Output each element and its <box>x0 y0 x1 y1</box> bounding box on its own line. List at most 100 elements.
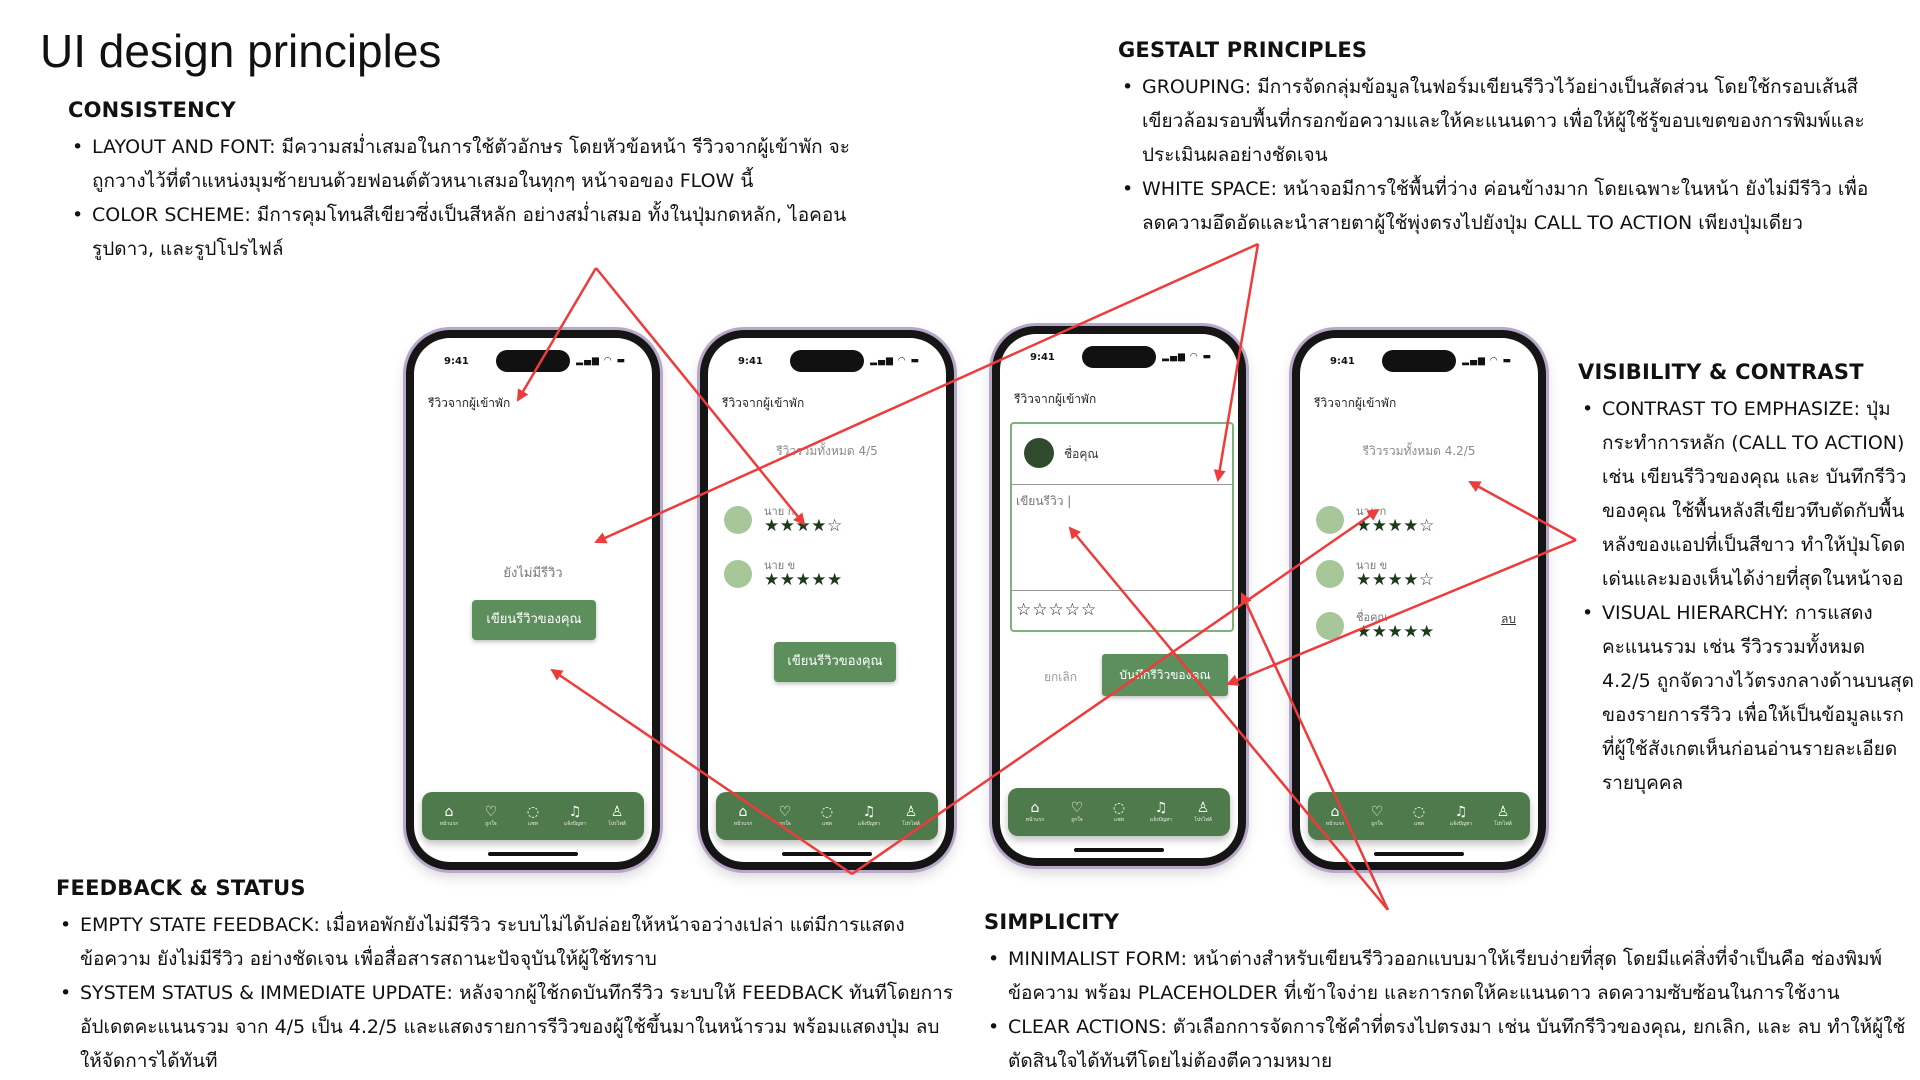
consistency-item: COLOR SCHEME: มีการคุมโทนสีเขียวซึ่งเป็น… <box>68 198 858 266</box>
nav-item-chat[interactable]: ◌แชท <box>1102 800 1136 824</box>
feedback-item: EMPTY STATE FEEDBACK: เมื่อหอพักยังไม่มี… <box>56 908 956 976</box>
page-title: UI design principles <box>40 25 442 77</box>
review-text-input[interactable] <box>1016 494 1216 508</box>
gestalt-term: WHITE SPACE: <box>1142 178 1277 200</box>
nav-label: โปรไฟล์ <box>1194 817 1212 823</box>
empty-state-text: ยังไม่มีรีวิว <box>503 566 563 581</box>
nav-item-favorites[interactable]: ♡ถูกใจ <box>1060 800 1094 824</box>
screen-header: รีวิวจากผู้เข้าพัก <box>722 396 805 410</box>
nav-label: ถูกใจ <box>485 821 497 827</box>
nav-item-favorites[interactable]: ♡ถูกใจ <box>768 804 802 828</box>
nav-label: แชท <box>1114 817 1124 823</box>
phone-reviews-list: 9:41 ▂▄▆ ◠ ▬ รีวิวจากผู้เข้าพัก รีวิวรวม… <box>700 330 954 870</box>
chat-icon: ◌ <box>1412 804 1426 820</box>
signal-wifi-battery-icon: ▂▄▆ ◠ ▬ <box>1462 356 1512 366</box>
home-indicator <box>782 852 872 856</box>
star-rating-input[interactable]: ☆☆☆☆☆ <box>1016 600 1098 620</box>
chat-icon: ◌ <box>526 804 540 820</box>
nav-label: หน้าแรก <box>439 821 459 827</box>
home-indicator <box>1374 852 1464 856</box>
nav-item-home[interactable]: ⌂หน้าแรก <box>1018 800 1052 824</box>
gestalt-item: WHITE SPACE: หน้าจอมีการใช้พื้นที่ว่าง ค… <box>1118 172 1878 240</box>
screen-header: รีวิวจากผู้เข้าพัก <box>428 396 511 410</box>
dynamic-island <box>1082 346 1156 368</box>
nav-item-home[interactable]: ⌂หน้าแรก <box>432 804 466 828</box>
nav-item-support[interactable]: ♫แจ้งปัญหา <box>852 804 886 828</box>
simplicity-text: หน้าต่างสำหรับเขียนรีวิวออกแบบมาให้เรียบ… <box>1008 948 1883 1004</box>
rating-summary: รีวิวรวมทั้งหมด 4.2/5 <box>1362 444 1476 458</box>
star-rating: ★★★★★ <box>1356 622 1435 642</box>
gestalt-item: GROUPING: มีการจัดกลุ่มข้อมูลในฟอร์มเขีย… <box>1118 70 1878 172</box>
consistency-text: มีความสม่ำเสมอในการใช้ตัวอักษร โดยหัวข้อ… <box>92 136 851 192</box>
divider <box>1012 484 1232 485</box>
simplicity-section: SIMPLICITY MINIMALIST FORM: หน้าต่างสำหร… <box>984 910 1914 1078</box>
nav-label: แชท <box>822 821 832 827</box>
feedback-term: EMPTY STATE FEEDBACK: <box>80 914 320 936</box>
status-time: 9:41 <box>1330 356 1355 367</box>
dynamic-island <box>496 350 570 372</box>
nav-item-favorites[interactable]: ♡ถูกใจ <box>474 804 508 828</box>
feedback-item: SYSTEM STATUS & IMMEDIATE UPDATE: หลังจา… <box>56 976 956 1078</box>
simplicity-item: CLEAR ACTIONS: ตัวเลือกการจัดการใช้คำที่… <box>984 1010 1914 1078</box>
nav-label: แจ้งปัญหา <box>857 821 881 827</box>
review-item: นาย ข ★★★★☆ <box>1316 556 1516 592</box>
nav-item-home[interactable]: ⌂หน้าแรก <box>726 804 760 828</box>
profile-icon: ♙ <box>610 804 624 820</box>
rating-summary: รีวิวรวมทั้งหมด 4/5 <box>776 444 878 458</box>
nav-item-chat[interactable]: ◌แชท <box>516 804 550 828</box>
simplicity-term: MINIMALIST FORM: <box>1008 948 1187 970</box>
nav-item-profile[interactable]: ♙โปรไฟล์ <box>1486 804 1520 828</box>
home-icon: ⌂ <box>1330 804 1340 820</box>
consistency-term: COLOR SCHEME: <box>92 204 251 226</box>
consistency-text: มีการคุมโทนสีเขียวซึ่งเป็นสีหลัก อย่างสม… <box>92 204 847 260</box>
simplicity-item: MINIMALIST FORM: หน้าต่างสำหรับเขียนรีวิ… <box>984 942 1914 1010</box>
nav-item-support[interactable]: ♫แจ้งปัญหา <box>1444 804 1478 828</box>
visibility-text: การแสดงคะแนนรวม เช่น รีวิวรวมทั้งหมด 4.2… <box>1602 602 1914 794</box>
nav-item-chat[interactable]: ◌แชท <box>810 804 844 828</box>
gestalt-term: GROUPING: <box>1142 76 1252 98</box>
divider <box>1012 590 1232 591</box>
heart-icon: ♡ <box>1370 804 1384 820</box>
write-review-button[interactable]: เขียนรีวิวของคุณ <box>774 642 896 682</box>
nav-item-profile[interactable]: ♙โปรไฟล์ <box>894 804 928 828</box>
save-review-button[interactable]: บันทึกรีวิวของคุณ <box>1102 654 1228 696</box>
nav-item-support[interactable]: ♫แจ้งปัญหา <box>558 804 592 828</box>
nav-item-profile[interactable]: ♙โปรไฟล์ <box>1186 800 1220 824</box>
bottom-nav: ⌂หน้าแรก ♡ถูกใจ ◌แชท ♫แจ้งปัญหา ♙โปรไฟล์ <box>1308 792 1530 840</box>
review-form: ชื่อคุณ ☆☆☆☆☆ <box>1010 422 1234 632</box>
dynamic-island <box>1382 350 1456 372</box>
user-name: ชื่อคุณ <box>1064 447 1099 461</box>
headset-icon: ♫ <box>1154 800 1168 816</box>
review-item: นาย ข ★★★★★ <box>724 556 924 592</box>
nav-item-profile[interactable]: ♙โปรไฟล์ <box>600 804 634 828</box>
consistency-item: LAYOUT AND FONT: มีความสม่ำเสมอในการใช้ต… <box>68 130 858 198</box>
nav-item-home[interactable]: ⌂หน้าแรก <box>1318 804 1352 828</box>
star-rating: ★★★★☆ <box>1356 570 1435 590</box>
write-review-button[interactable]: เขียนรีวิวของคุณ <box>472 600 596 640</box>
star-rating: ★★★★☆ <box>764 516 843 536</box>
feedback-term: SYSTEM STATUS & IMMEDIATE UPDATE: <box>80 982 453 1004</box>
delete-review-button[interactable]: ลบ <box>1501 612 1516 626</box>
nav-item-support[interactable]: ♫แจ้งปัญหา <box>1144 800 1178 824</box>
gestalt-heading: GESTALT PRINCIPLES <box>1118 38 1368 62</box>
heart-icon: ♡ <box>778 804 792 820</box>
simplicity-text: ตัวเลือกการจัดการใช้คำที่ตรงไปตรงมา เช่น… <box>1008 1016 1906 1072</box>
cancel-button[interactable]: ยกเลิก <box>1044 670 1078 684</box>
profile-icon: ♙ <box>1196 800 1210 816</box>
star-rating: ★★★★★ <box>764 570 843 590</box>
status-time: 9:41 <box>738 356 763 367</box>
profile-icon: ♙ <box>904 804 918 820</box>
dynamic-island <box>790 350 864 372</box>
signal-wifi-battery-icon: ▂▄▆ ◠ ▬ <box>576 356 626 366</box>
heart-icon: ♡ <box>484 804 498 820</box>
nav-label: แจ้งปัญหา <box>563 821 587 827</box>
phone-updated-reviews: 9:41 ▂▄▆ ◠ ▬ รีวิวจากผู้เข้าพัก รีวิวรวม… <box>1292 330 1546 870</box>
phone-screen: 9:41 ▂▄▆ ◠ ▬ รีวิวจากผู้เข้าพัก ชื่อคุณ … <box>1000 334 1238 858</box>
nav-item-favorites[interactable]: ♡ถูกใจ <box>1360 804 1394 828</box>
gestalt-text: หน้าจอมีการใช้พื้นที่ว่าง ค่อนข้างมาก โด… <box>1142 178 1869 234</box>
nav-item-chat[interactable]: ◌แชท <box>1402 804 1436 828</box>
signal-wifi-battery-icon: ▂▄▆ ◠ ▬ <box>870 356 920 366</box>
phone-review-form: 9:41 ▂▄▆ ◠ ▬ รีวิวจากผู้เข้าพัก ชื่อคุณ … <box>992 326 1246 866</box>
nav-label: แชท <box>528 821 538 827</box>
reviewer-name: นาย ข <box>764 559 796 572</box>
